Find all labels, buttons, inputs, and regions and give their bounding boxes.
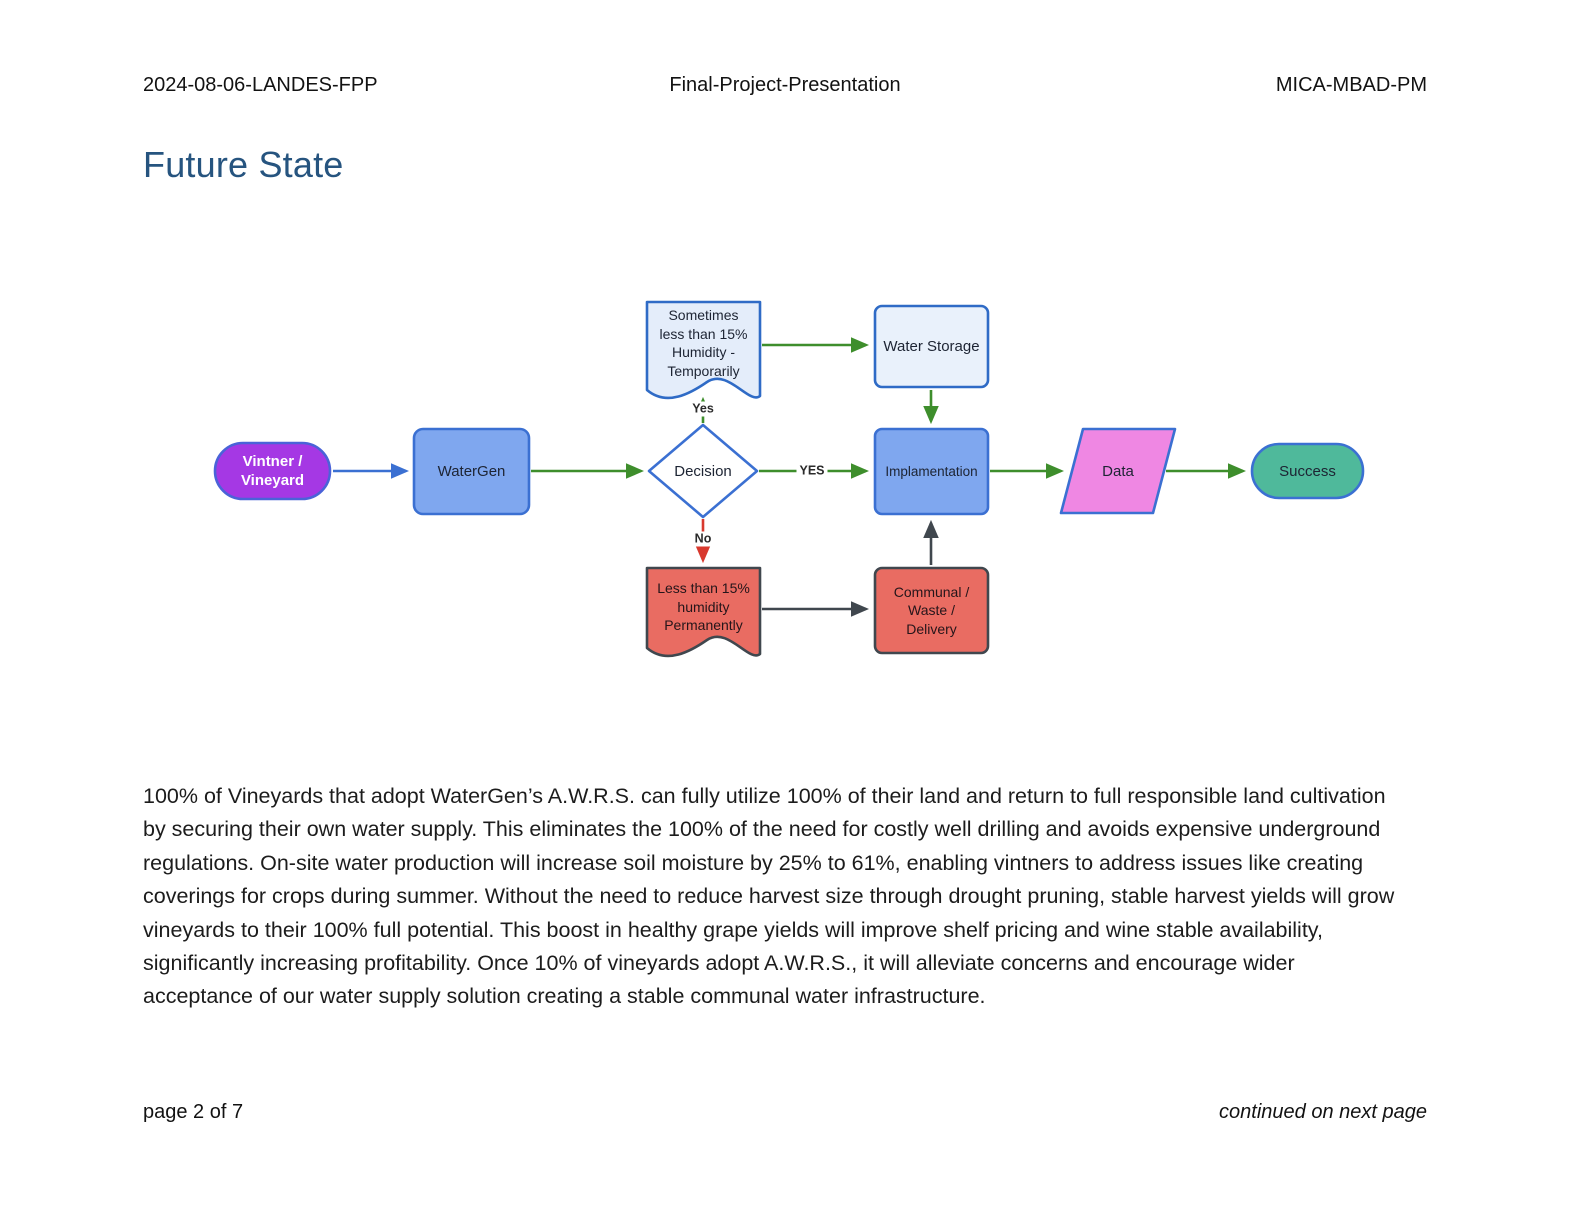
page-footer: page 2 of 7 continued on next page <box>143 1101 1427 1127</box>
node-decision-diamond <box>647 423 759 519</box>
node-vintner-vineyard <box>213 441 332 501</box>
node-implamentation <box>873 427 990 516</box>
page-header: 2024-08-06-LANDES-FPP Final-Project-Pres… <box>143 74 1427 100</box>
node-less-than-humidity-document <box>645 566 762 658</box>
edge-label-yes-caps: YES <box>796 463 828 479</box>
node-sometimes-humidity-document <box>645 300 762 400</box>
edge-label-no: No <box>691 531 715 547</box>
body-paragraph: 100% of Vineyards that adopt WaterGen’s … <box>143 784 1395 1009</box>
footer-continued: continued on next page <box>1219 1101 1427 1123</box>
page-title: Future State <box>143 144 344 185</box>
node-data-parallelogram <box>1059 427 1177 515</box>
node-communal-waste-delivery <box>873 566 990 655</box>
footer-page-number: page 2 of 7 <box>143 1101 244 1123</box>
header-doc-id: 2024-08-06-LANDES-FPP <box>143 74 378 96</box>
edge-label-yes: Yes <box>689 401 717 417</box>
node-water-storage <box>873 304 990 389</box>
header-title: Final-Project-Presentation <box>669 74 901 96</box>
node-watergen <box>412 427 531 516</box>
header-course: MICA-MBAD-PM <box>1275 74 1427 96</box>
node-success <box>1250 442 1365 500</box>
